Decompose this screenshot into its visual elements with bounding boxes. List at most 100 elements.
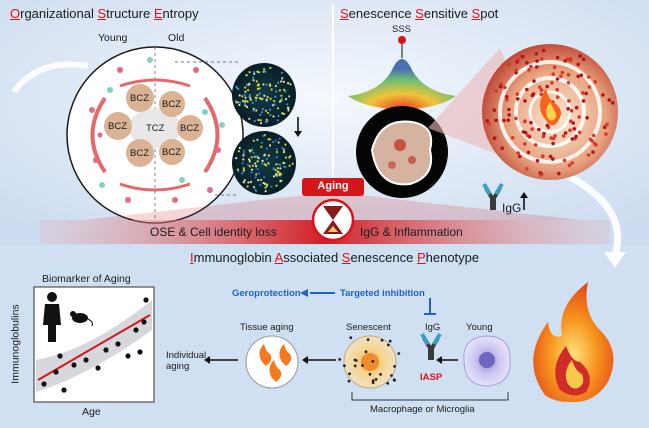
texture-dot [566, 107, 570, 111]
texture-dot [551, 141, 555, 146]
texture-dot [607, 98, 612, 102]
texture-dot [263, 153, 266, 156]
texture-dot [245, 74, 248, 77]
texture-dot [268, 144, 272, 147]
texture-dot [282, 80, 285, 83]
texture-dot [284, 165, 287, 169]
texture-dot [256, 70, 259, 73]
texture-dot [248, 117, 251, 120]
texture-dot [570, 161, 574, 165]
texture-dot [388, 339, 392, 343]
senescent-label: Senescent [346, 322, 391, 333]
plot-point [57, 353, 63, 359]
texture-dot [371, 381, 375, 384]
texture-dot [500, 146, 505, 150]
texture-dot [611, 101, 615, 105]
texture-dot [504, 94, 509, 99]
texture-dot [274, 95, 277, 98]
texture-dot [287, 106, 290, 109]
texture-dot [265, 83, 268, 86]
texture-dot [555, 87, 559, 92]
texture-dot [541, 134, 546, 139]
texture-dot [494, 89, 498, 93]
texture-dot [250, 148, 253, 151]
iasp-antibody-icon [420, 332, 442, 360]
texture-dot [275, 172, 278, 175]
texture-dot [366, 338, 370, 341]
texture-dot [576, 74, 580, 79]
texture-dot [259, 122, 263, 125]
texture-dot [523, 142, 527, 146]
texture-dot [259, 183, 262, 186]
texture-dot [563, 59, 567, 63]
texture-dot [275, 90, 278, 93]
texture-dot [264, 190, 267, 193]
texture-dot [552, 65, 557, 70]
texture-dot [254, 176, 257, 179]
igg-up-arrowhead [520, 192, 528, 198]
texture-dot [514, 68, 518, 72]
texture-dot [514, 116, 518, 121]
texture-dot [553, 134, 557, 138]
texture-dot [277, 163, 280, 166]
texture-dot [545, 84, 549, 89]
texture-dot [555, 55, 560, 60]
texture-dot [265, 147, 268, 150]
texture-dot [535, 65, 539, 69]
texture-dot [289, 83, 292, 86]
texture-dot [555, 95, 560, 99]
texture-dot [542, 131, 546, 136]
texture-dot [252, 151, 255, 154]
biomarker-plot [33, 286, 155, 403]
texture-dot [239, 101, 242, 104]
targeted-inhibition-label: Targeted inhibition [340, 288, 425, 299]
texture-dot [235, 157, 238, 160]
texture-dot [238, 146, 241, 150]
texture-dot [537, 127, 541, 132]
texture-dot [275, 184, 278, 187]
texture-dot [262, 70, 265, 73]
sss-peak-label: SSS [392, 24, 412, 35]
texture-dot [238, 103, 241, 107]
texture-dot [361, 364, 364, 367]
texture-dot [243, 179, 246, 182]
arrowhead-individual [204, 356, 210, 364]
texture-dot [520, 54, 525, 59]
texture-dot [380, 338, 384, 342]
texture-dot [253, 119, 256, 123]
texture-dot [255, 155, 258, 158]
texture-dot [242, 167, 245, 170]
texture-dot [279, 179, 282, 183]
texture-dot [566, 73, 571, 77]
individual-aging-label: Individual aging [166, 350, 207, 372]
texture-dot [253, 71, 256, 74]
lymph-node-diagram [66, 46, 244, 224]
texture-dot [280, 97, 283, 101]
texture-dot [261, 162, 264, 165]
y-axis-label: Immunoglobulins [9, 304, 22, 384]
texture-dot [260, 141, 263, 144]
texture-dot [254, 189, 258, 192]
texture-dot [277, 171, 280, 174]
tissue-section [356, 106, 448, 198]
texture-dot [242, 152, 246, 155]
texture-dot [584, 91, 588, 96]
texture-dot [563, 131, 568, 135]
igg-antibody-icon [482, 182, 504, 210]
texture-dot [545, 123, 550, 128]
arrowhead-young [436, 356, 442, 364]
texture-dot [265, 98, 268, 101]
texture-dot [282, 148, 286, 151]
ose-title: Organizational Structure Entropy [10, 6, 199, 21]
texture-dot [539, 88, 544, 92]
texture-dot [267, 138, 270, 141]
texture-dot [348, 372, 351, 376]
texture-dot [252, 76, 255, 79]
texture-dot [250, 168, 254, 171]
plot-point [115, 341, 121, 347]
texture-dot [492, 136, 497, 141]
ose-loss-text: OSE & Cell identity loss [150, 225, 277, 239]
texture-dot [242, 158, 245, 161]
igg-top-label: IgG [502, 201, 522, 215]
texture-dot [386, 381, 390, 385]
